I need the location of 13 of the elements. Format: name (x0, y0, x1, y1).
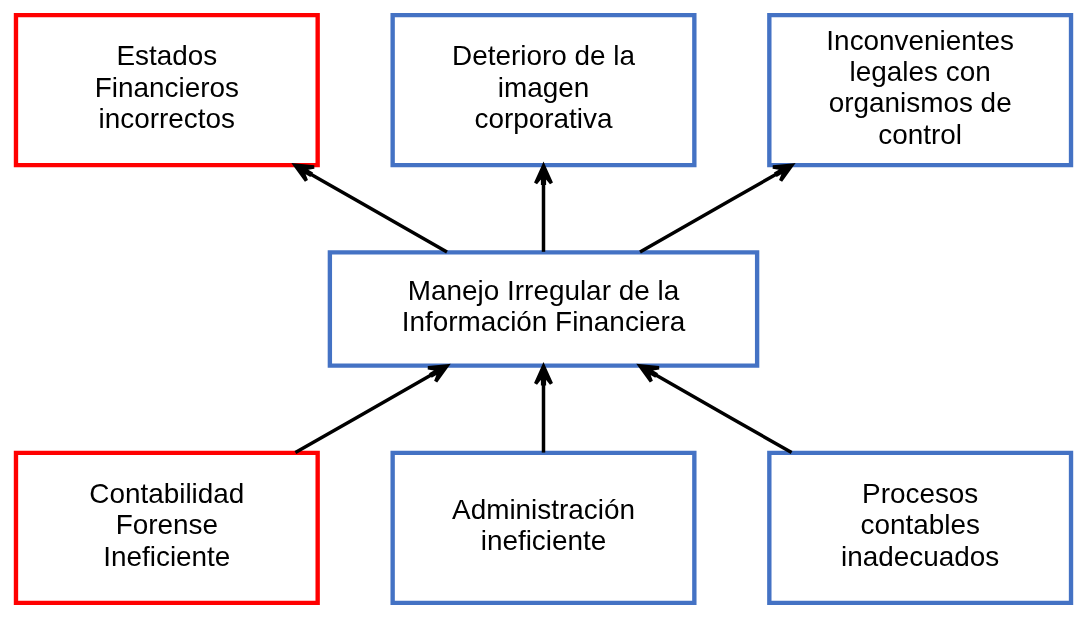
arrow (638, 163, 794, 254)
node-box: Estados Financieros incorrectos (13, 13, 320, 168)
node-box: Inconvenientes legales con organismos de control (766, 13, 1073, 168)
arrow (533, 364, 553, 453)
node-box: Contabilidad Forense Ineficiente (13, 450, 320, 605)
node-box: Procesos contables inadecuados (766, 450, 1073, 605)
arrow (533, 164, 553, 252)
arrow (292, 163, 448, 254)
arrow (637, 364, 792, 455)
node-box: Deterioro de la imagen corporativa (389, 13, 697, 168)
arrow (294, 364, 449, 455)
node-box: Manejo Irregular de la Información Financiera (327, 250, 759, 368)
node-box: Administración ineficiente (389, 450, 697, 605)
